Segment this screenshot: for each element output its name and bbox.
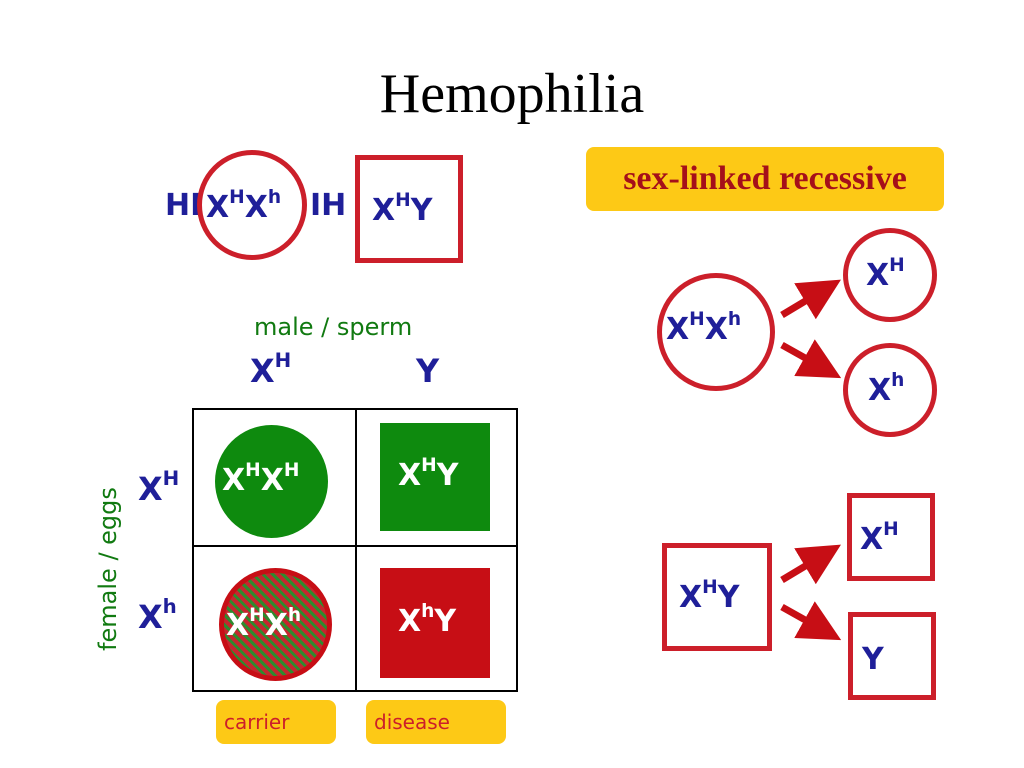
- male-sperm-label: male / sperm: [254, 313, 413, 341]
- row-header-xh-recessive: Xh: [138, 595, 177, 636]
- offspring-normal-male: [380, 423, 490, 531]
- mother-circle: [197, 150, 307, 260]
- father-square: [355, 155, 463, 263]
- page-title: Hemophilia: [379, 63, 645, 125]
- male-parent-genotype: XHY: [679, 577, 740, 615]
- arrow-female-to-xh-recessive: [780, 339, 842, 379]
- row-header-xh: XH: [138, 467, 180, 508]
- carrier-badge: carrier: [216, 700, 336, 744]
- male-parent-square: [662, 543, 772, 651]
- col-header-y: Y: [416, 352, 440, 390]
- female-gamete-xh-recessive-circle: [843, 343, 937, 437]
- offspring-normal-male-label: XHY: [398, 455, 459, 493]
- offspring-carrier-female: [219, 568, 332, 681]
- col-header-xh: XH: [250, 349, 292, 390]
- mother-left-partial: HI: [165, 188, 202, 223]
- arrow-male-to-xh: [780, 544, 842, 585]
- grid-horizontal-line: [192, 545, 518, 547]
- offspring-normal-female: [215, 425, 328, 538]
- offspring-carrier-female-label: XHXh: [226, 605, 302, 643]
- sex-linked-recessive-badge: sex-linked recessive: [586, 147, 944, 211]
- female-parent-circle: [657, 273, 775, 391]
- male-gamete-xh-label: XH: [860, 519, 899, 557]
- arrow-male-to-y: [780, 601, 842, 641]
- father-genotype: XHY: [372, 190, 433, 228]
- arrow-female-to-xh: [780, 279, 842, 320]
- female-gamete-xh-recessive-label: Xh: [868, 370, 905, 408]
- male-gamete-xh-square: [847, 493, 935, 581]
- female-parent-genotype: XHXh: [666, 309, 742, 347]
- mother-genotype: XHXh: [206, 187, 282, 225]
- male-gamete-y-square: [848, 612, 936, 700]
- disease-badge: disease: [366, 700, 506, 744]
- female-gamete-xh-circle: [843, 228, 937, 322]
- grid-vertical-line: [355, 408, 357, 692]
- offspring-normal-female-label: XHXH: [222, 460, 300, 498]
- female-gamete-xh-label: XH: [866, 255, 905, 293]
- offspring-affected-male: [380, 568, 490, 678]
- male-gamete-y-label: Y: [862, 642, 884, 677]
- offspring-affected-male-label: XhY: [398, 601, 457, 639]
- father-left-partial: IH: [310, 188, 347, 223]
